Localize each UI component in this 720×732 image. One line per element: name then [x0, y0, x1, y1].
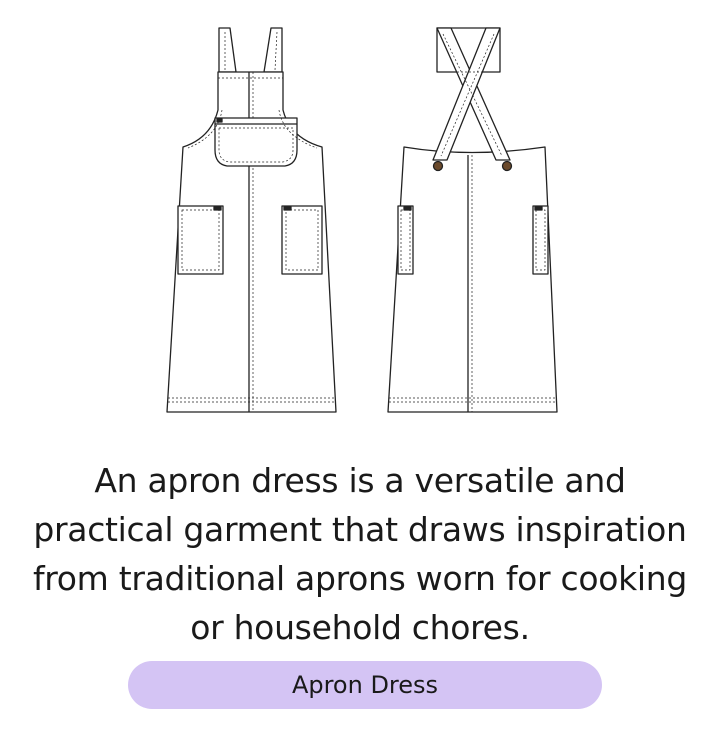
- back-view: [387, 27, 558, 413]
- title-pill: Apron Dress: [128, 661, 602, 709]
- front-left-pocket: [177, 205, 224, 275]
- apron-dress-illustration: [166, 27, 558, 413]
- front-right-strap: [263, 27, 283, 73]
- back-right-pocket: [532, 205, 549, 275]
- front-bib-pocket: [214, 117, 298, 167]
- front-view: [166, 27, 337, 413]
- description-text: An apron dress is a versatile and practi…: [32, 461, 688, 647]
- back-right-button: [501, 160, 513, 172]
- front-right-pocket: [281, 205, 323, 275]
- title-label: Apron Dress: [291, 671, 439, 699]
- back-strap-2: [432, 27, 501, 161]
- front-left-strap: [218, 27, 237, 73]
- back-left-pocket: [397, 205, 414, 275]
- back-dress-body: [387, 146, 558, 413]
- back-left-button: [432, 160, 444, 172]
